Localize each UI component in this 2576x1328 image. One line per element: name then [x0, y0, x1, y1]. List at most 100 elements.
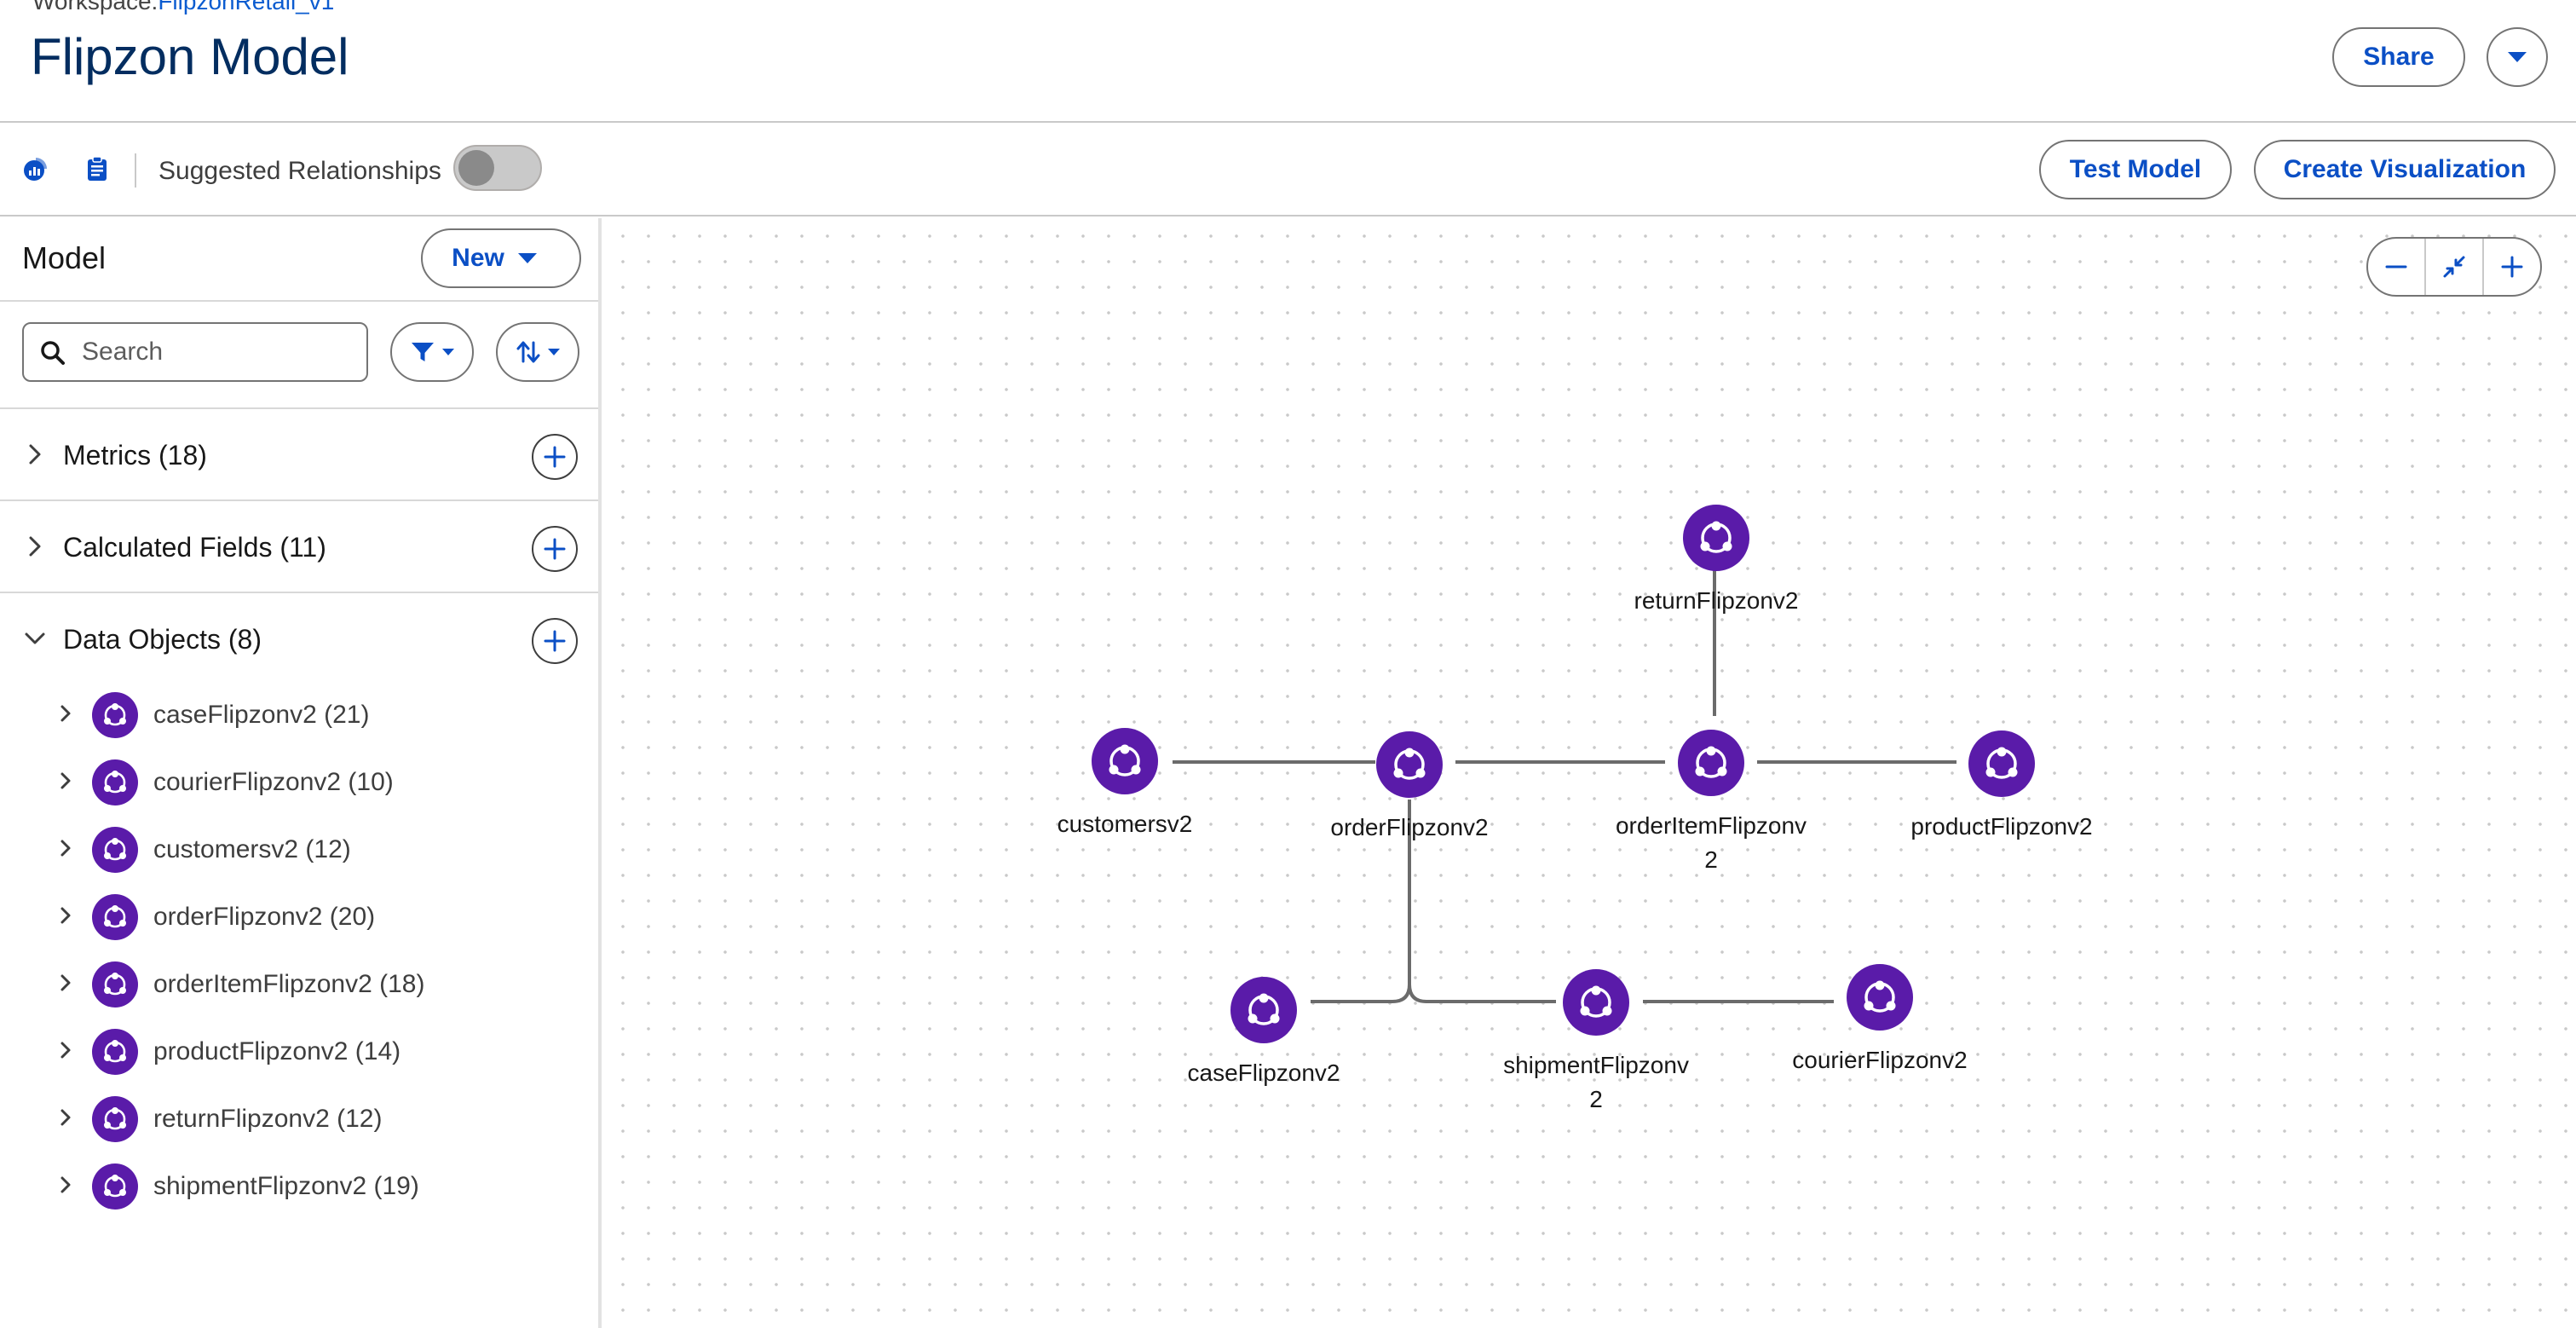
- plus-icon: [544, 446, 566, 468]
- chevron-right-icon[interactable]: [56, 973, 75, 992]
- node-label-line2: 2: [1589, 1086, 1603, 1112]
- section-calculated-fields[interactable]: Calculated Fields (11): [0, 503, 598, 593]
- chevron-down-icon: [442, 349, 454, 355]
- model-canvas[interactable]: [605, 218, 2576, 1328]
- minus-icon: [2385, 265, 2407, 268]
- toolbar: Suggested Relationships Test Model Creat…: [0, 123, 2576, 217]
- data-object-item[interactable]: orderItemFlipzonv2 (18): [0, 951, 598, 1018]
- shrink-icon: [2443, 256, 2465, 278]
- plus-icon: [544, 538, 566, 560]
- data-object-item[interactable]: shipmentFlipzonv2 (19): [0, 1153, 598, 1220]
- filter-button[interactable]: [390, 322, 474, 382]
- section-data-objects[interactable]: Data Objects (8): [0, 595, 598, 685]
- more-actions-button[interactable]: [2487, 27, 2548, 87]
- create-visualization-button[interactable]: Create Visualization: [2254, 140, 2556, 199]
- data-object-icon: [92, 961, 138, 1008]
- data-object-icon: [1683, 505, 1749, 571]
- section-metrics[interactable]: Metrics (18): [0, 411, 598, 501]
- divider: [0, 407, 598, 409]
- node-courierflipzonv2[interactable]: courierFlipzonv2: [1792, 964, 1968, 1073]
- chevron-right-icon[interactable]: [56, 839, 75, 857]
- data-object-item[interactable]: productFlipzonv2 (14): [0, 1019, 598, 1085]
- page-title: Flipzon Model: [31, 28, 349, 85]
- data-object-icon: [92, 894, 138, 940]
- node-shipmentflipzonv2[interactable]: shipmentFlipzonv 2: [1503, 969, 1689, 1112]
- data-object-item[interactable]: orderFlipzonv2 (20): [0, 884, 598, 950]
- divider: [0, 499, 598, 501]
- chevron-right-icon[interactable]: [56, 906, 75, 925]
- divider: [0, 592, 598, 593]
- node-label: productFlipzonv2: [1910, 813, 2092, 840]
- suggested-relationships-label: Suggested Relationships: [158, 157, 441, 185]
- data-object-label: orderItemFlipzonv2 (18): [153, 970, 425, 998]
- chevron-down-icon: [2508, 52, 2527, 62]
- suggested-relationships-toggle[interactable]: [453, 145, 542, 191]
- section-label: Data Objects (8): [63, 624, 262, 655]
- data-object-item[interactable]: caseFlipzonv2 (21): [0, 682, 598, 748]
- clipboard-icon[interactable]: [84, 155, 111, 182]
- workspace-link[interactable]: FlipzonRetail_v1: [158, 0, 335, 14]
- model-panel: Model New Metrics (18): [0, 218, 602, 1328]
- node-productflipzonv2[interactable]: productFlipzonv2: [1910, 730, 2093, 840]
- node-customersv2[interactable]: customersv2: [1057, 728, 1193, 837]
- node-label: returnFlipzonv2: [1634, 587, 1799, 614]
- data-object-icon: [92, 827, 138, 873]
- zoom-in-button[interactable]: [2484, 239, 2540, 295]
- chevron-right-icon[interactable]: [24, 535, 46, 557]
- add-metric-button[interactable]: [532, 434, 578, 480]
- analytics-icon[interactable]: [22, 155, 49, 182]
- node-caseflipzonv2[interactable]: caseFlipzonv2: [1188, 977, 1340, 1086]
- new-button[interactable]: New: [421, 228, 581, 288]
- data-object-item[interactable]: customersv2 (12): [0, 817, 598, 883]
- data-object-label: orderFlipzonv2 (20): [153, 903, 376, 931]
- panel-title: Model: [22, 240, 107, 275]
- data-object-label: productFlipzonv2 (14): [153, 1037, 401, 1065]
- node-orderitemflipzonv2[interactable]: orderItemFlipzonv 2: [1616, 730, 1807, 873]
- node-label-line2: 2: [1704, 846, 1718, 873]
- chevron-down-icon: [517, 253, 537, 263]
- fit-to-screen-button[interactable]: [2426, 239, 2484, 295]
- section-label: Calculated Fields (11): [63, 532, 326, 563]
- chevron-right-icon[interactable]: [56, 1175, 75, 1194]
- sort-button[interactable]: [496, 322, 579, 382]
- data-object-label: caseFlipzonv2 (21): [153, 701, 370, 729]
- share-button[interactable]: Share: [2332, 27, 2465, 87]
- new-button-label: New: [452, 244, 504, 272]
- toggle-knob: [458, 150, 494, 186]
- zoom-out-button[interactable]: [2368, 239, 2426, 295]
- node-orderflipzonv2[interactable]: orderFlipzonv2: [1330, 731, 1489, 840]
- chevron-right-icon[interactable]: [56, 771, 75, 790]
- data-object-label: shipmentFlipzonv2 (19): [153, 1172, 419, 1200]
- chevron-right-icon[interactable]: [56, 704, 75, 723]
- data-object-label: customersv2 (12): [153, 835, 351, 863]
- data-object-item[interactable]: returnFlipzonv2 (12): [0, 1086, 598, 1152]
- node-returnflipzonv2[interactable]: returnFlipzonv2: [1634, 505, 1799, 614]
- sort-icon: [516, 341, 540, 363]
- section-label: Metrics (18): [63, 440, 207, 471]
- add-calculated-field-button[interactable]: [532, 526, 578, 572]
- data-object-icon: [1563, 969, 1629, 1036]
- data-object-icon: [92, 1163, 138, 1210]
- data-object-icon: [1230, 977, 1297, 1043]
- zoom-controls: [2366, 237, 2542, 297]
- node-label: customersv2: [1057, 811, 1193, 837]
- add-data-object-button[interactable]: [532, 618, 578, 664]
- divider: [0, 300, 598, 302]
- chevron-right-icon[interactable]: [56, 1108, 75, 1127]
- filter-icon: [412, 343, 434, 361]
- workspace-prefix: Workspace:: [32, 0, 158, 14]
- search-icon: [41, 341, 65, 365]
- search-input[interactable]: [82, 332, 354, 372]
- data-object-icon: [1678, 730, 1744, 796]
- data-object-icon: [92, 1096, 138, 1142]
- chevron-right-icon[interactable]: [24, 443, 46, 465]
- chevron-down-icon[interactable]: [24, 627, 46, 650]
- chevron-right-icon[interactable]: [56, 1041, 75, 1060]
- data-object-item[interactable]: courierFlipzonv2 (10): [0, 749, 598, 816]
- workspace-breadcrumb: Workspace:FlipzonRetail_v1: [32, 0, 334, 15]
- test-model-button[interactable]: Test Model: [2039, 140, 2232, 199]
- data-object-label: returnFlipzonv2 (12): [153, 1105, 383, 1133]
- search-field[interactable]: [22, 322, 368, 382]
- data-object-icon: [92, 1029, 138, 1075]
- chevron-down-icon: [548, 349, 560, 355]
